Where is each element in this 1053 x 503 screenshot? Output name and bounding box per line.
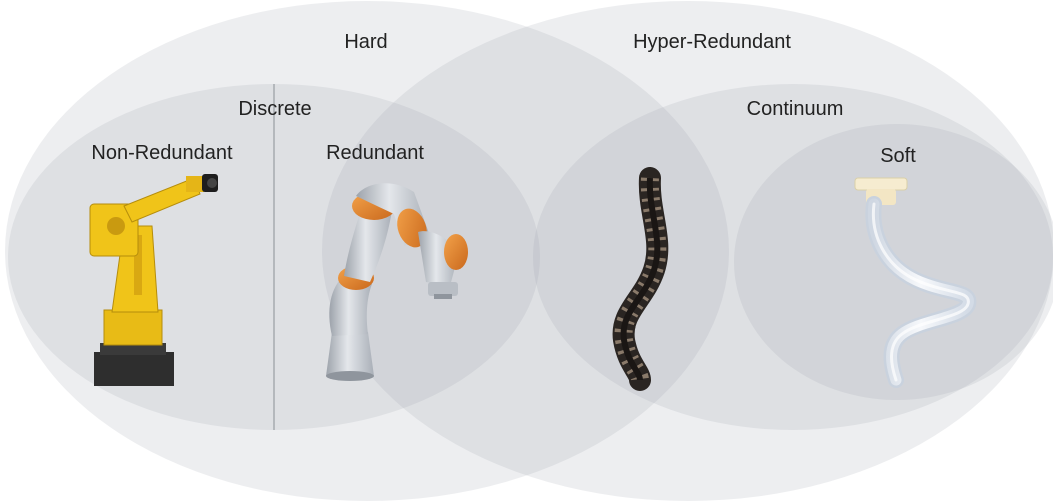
label-discrete: Discrete (238, 98, 311, 120)
soft-robot-icon (854, 177, 977, 388)
snake-robot-icon (612, 167, 669, 391)
label-hyper-redundant: Hyper-Redundant (633, 31, 791, 53)
label-hard: Hard (344, 31, 387, 53)
label-non-redundant: Non-Redundant (91, 142, 233, 164)
label-redundant: Redundant (326, 142, 424, 164)
yellow-industrial-robot-icon (89, 174, 218, 386)
continuum-set-ellipse (533, 84, 1053, 430)
label-soft: Soft (880, 145, 916, 167)
silver-redundant-robot-icon (326, 183, 468, 381)
label-continuum: Continuum (747, 98, 844, 120)
hyper-redundant-set-ellipse (322, 1, 1053, 501)
